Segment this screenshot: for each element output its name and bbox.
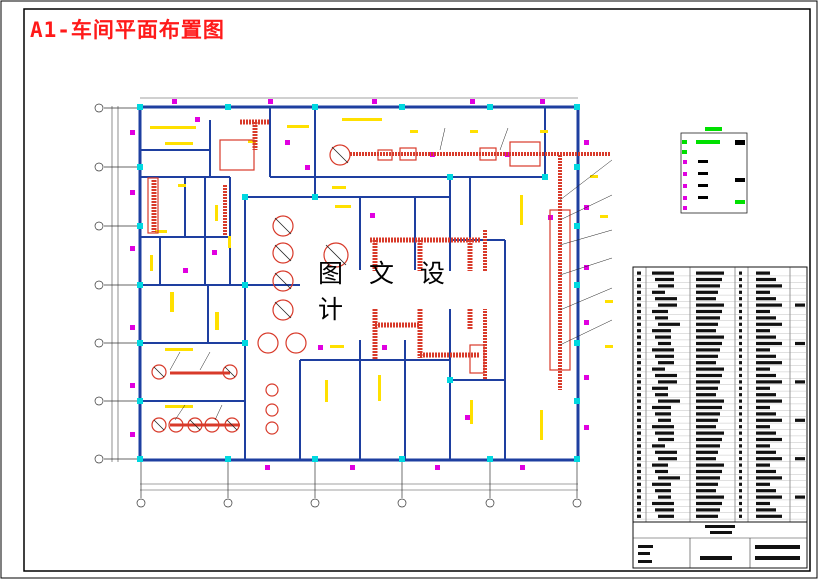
room-labels <box>150 118 613 440</box>
tank-icons <box>151 144 351 435</box>
structural-columns <box>137 104 580 462</box>
interior-walls <box>140 107 546 460</box>
grid-axis-left <box>94 103 140 464</box>
legend-table <box>680 127 748 214</box>
drawing-title: A1-车间平面布置图 <box>30 18 225 42</box>
tank-crosses <box>153 146 349 431</box>
grid-axis-bottom <box>136 460 582 508</box>
dimension-lines <box>111 97 578 491</box>
watermark-text: 图 文 设 计 <box>318 259 488 324</box>
equipment-schedule <box>632 266 808 523</box>
leader-lines <box>169 127 613 421</box>
title-block <box>632 521 808 569</box>
sheet-inner-border <box>23 8 811 572</box>
